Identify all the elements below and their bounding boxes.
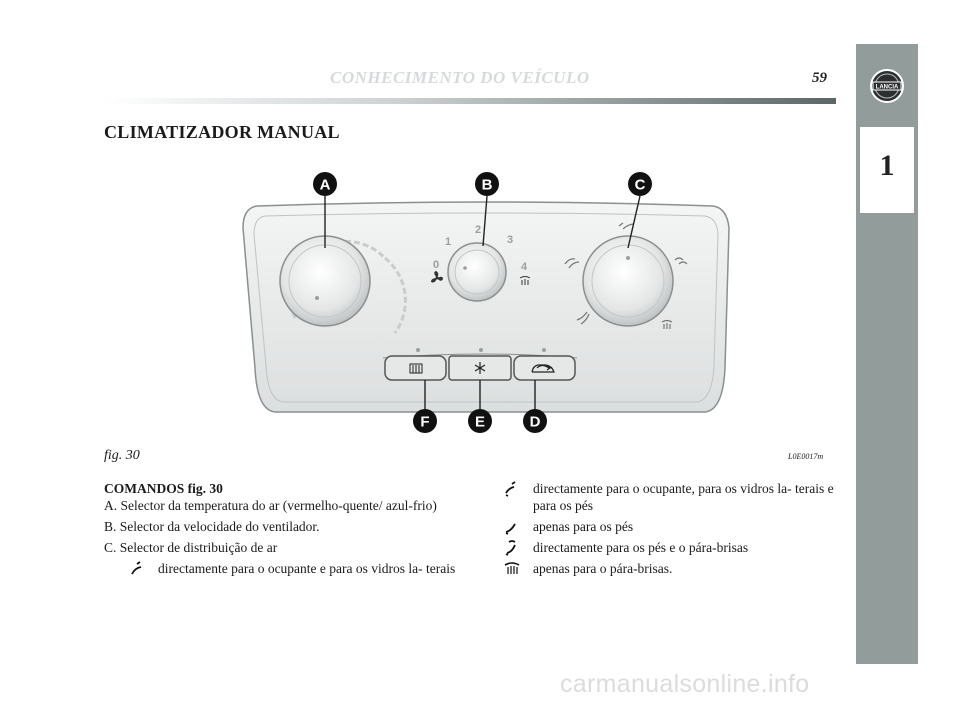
right-column: directamente para o ocupante, para os vi… (503, 480, 839, 581)
vent-feet-mode-icon (505, 523, 516, 535)
temperature-knob[interactable] (279, 235, 371, 327)
vent-feet-icon (576, 311, 590, 325)
mode-item-2: directamente para o ocupante, para os vi… (503, 480, 839, 514)
mode-5-text: apenas para o pára-brisas. (533, 561, 673, 576)
recirculation-button[interactable] (513, 355, 576, 381)
vent-feet-defrost-mode-icon (505, 540, 516, 556)
vent-defrost-icon (661, 319, 673, 329)
vent-feet-defrost-icon (674, 257, 688, 265)
side-tab: LANCIA 1 (856, 44, 918, 664)
figure-code: L0E0017m (788, 452, 824, 461)
side-tab-lower (856, 216, 918, 664)
speed-label-3: 3 (507, 234, 513, 246)
air-distribution-knob[interactable] (582, 235, 674, 327)
recirculation-icon (531, 364, 555, 373)
header-rule (104, 98, 836, 104)
mode-item-1: directamente para o ocupante e para os v… (128, 560, 466, 577)
callout-a: A (320, 177, 331, 194)
fan-icon (431, 271, 443, 283)
mode-4-text: directamente para os pés e o pára-brisas (533, 540, 749, 555)
controls-heading: COMANDOS fig. 30 (104, 481, 223, 496)
item-c-text: C. Selector de distribuição de ar (104, 540, 278, 555)
item-b-text: B. Selector da velocidade do ventilador. (104, 519, 320, 534)
speed-label-0: 0 (433, 259, 439, 271)
climate-control-figure: 0 1 2 3 4 A B (242, 172, 730, 433)
side-logo-box: LANCIA (856, 44, 918, 124)
mode-item-4: directamente para os pés e o pára-brisas (503, 539, 839, 556)
logo-text: LANCIA (876, 85, 899, 91)
figure-caption: fig. 30 (104, 448, 140, 463)
header-title: CONHECIMENTO DO VEÍCULO (330, 68, 590, 87)
mode-item-3: apenas para os pés (503, 518, 839, 535)
callout-e: E (475, 414, 485, 431)
side-chapter-box: 1 (856, 127, 918, 213)
vent-face-mode-icon (131, 561, 142, 575)
speed-label-4: 4 (521, 261, 528, 273)
callout-d: D (530, 414, 541, 431)
vent-face-feet-mode-icon (505, 481, 516, 497)
lancia-logo-icon: LANCIA (870, 69, 904, 103)
mode-1-text: directamente para o ocupante e para os v… (158, 561, 456, 576)
callout-b: B (482, 177, 493, 194)
page-number: 59 (812, 70, 827, 86)
section-title: CLIMATIZADOR MANUAL (104, 122, 340, 142)
speed-label-1: 1 (445, 236, 451, 248)
callout-f: F (420, 414, 429, 431)
speed-label-2: 2 (475, 224, 481, 236)
vent-face-feet-icon (564, 258, 580, 269)
ac-snowflake-icon (474, 362, 486, 374)
mode-2-text: directamente para o ocupante, para os vi… (533, 481, 834, 513)
fan-speed-knob[interactable] (447, 242, 507, 302)
mode-3-text: apenas para os pés (533, 519, 634, 534)
callout-c: C (635, 177, 646, 194)
mode-item-5: apenas para o pára-brisas. (503, 560, 839, 577)
defrost-mode-icon (504, 562, 520, 574)
chapter-number: 1 (879, 149, 895, 182)
left-column: COMANDOS fig. 30 A. Selector da temperat… (104, 480, 466, 581)
defrost-small-icon (519, 276, 531, 285)
vent-face-icon (618, 222, 634, 230)
item-a-text: A. Selector da temperatura do ar (vermel… (104, 498, 437, 513)
watermark: carmanualsonline.info (560, 670, 810, 698)
rear-defrost-icon (409, 363, 423, 374)
